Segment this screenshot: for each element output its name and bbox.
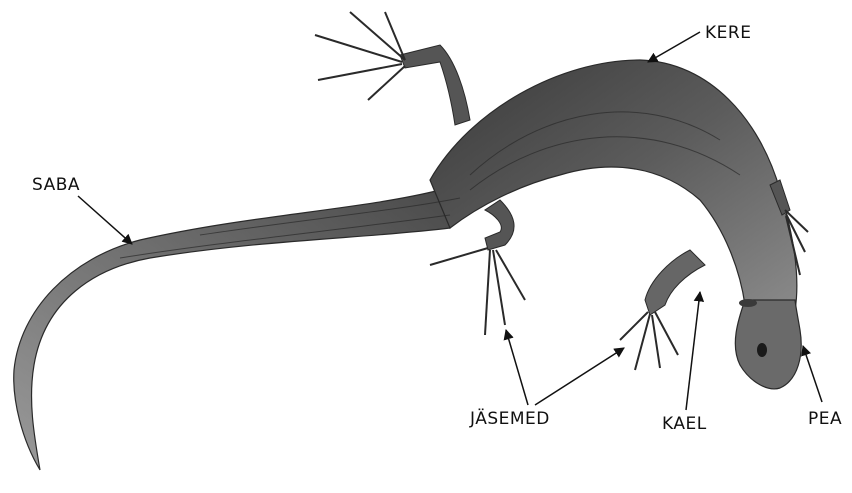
lizard-tail xyxy=(14,190,450,470)
lizard-eye xyxy=(757,343,767,357)
lizard-limb-front-left xyxy=(400,45,470,125)
lizard-head xyxy=(735,300,801,389)
lizard-eye xyxy=(739,299,757,307)
arrow-saba xyxy=(78,196,132,244)
arrow-jasemed-left xyxy=(506,330,528,405)
lizard-limb-front-right xyxy=(645,250,705,315)
lizard-limb-hind-left xyxy=(485,200,514,250)
toes-front-right xyxy=(620,312,678,370)
label-kael: KAEL xyxy=(662,414,707,434)
toes-hind-left xyxy=(430,248,525,335)
lizard-body xyxy=(430,60,797,310)
label-kere: KERE xyxy=(705,23,751,43)
arrow-kere xyxy=(648,32,700,62)
label-pea: PEA xyxy=(808,409,842,429)
label-jasemed: JÄSEMED xyxy=(470,409,550,429)
label-saba: SABA xyxy=(32,175,80,195)
toes-front-left xyxy=(315,12,405,100)
arrow-jasemed-right xyxy=(535,348,624,405)
arrow-pea xyxy=(803,346,822,402)
arrow-kael xyxy=(686,292,700,410)
